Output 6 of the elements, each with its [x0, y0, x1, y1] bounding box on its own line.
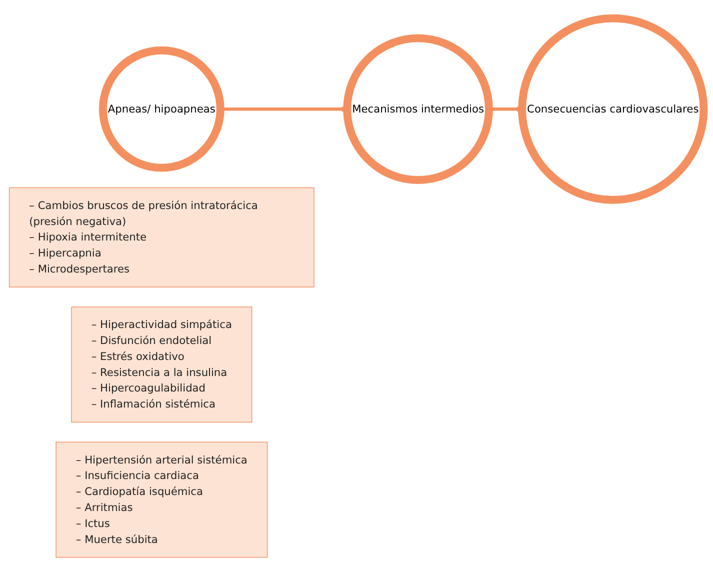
- node-circle: Consecuencias cardiovasculares: [518, 14, 708, 204]
- node-box: – Hipertensión arterial sistémica – Insuficiencia cardiaca – Cardiopatía isquémica – Arritmias – Ictus – Muerte súbita: [56, 442, 268, 558]
- node-box: – Cambios bruscos de presión intratorácica (presión negativa) – Hipoxia intermitente – Hipercapnia – Microdespertares: [8, 188, 314, 288]
- node-box: – Hiperactividad simpática – Disfunción endotelial – Estrés oxidativo – Resistencia a la insulina – Hipercoagulabilidad – Inflamación sistémica: [71, 306, 252, 423]
- node-circle: Apneas/ hipoapneas: [98, 46, 224, 172]
- node-circle: Mecanismos intermedios: [343, 34, 493, 184]
